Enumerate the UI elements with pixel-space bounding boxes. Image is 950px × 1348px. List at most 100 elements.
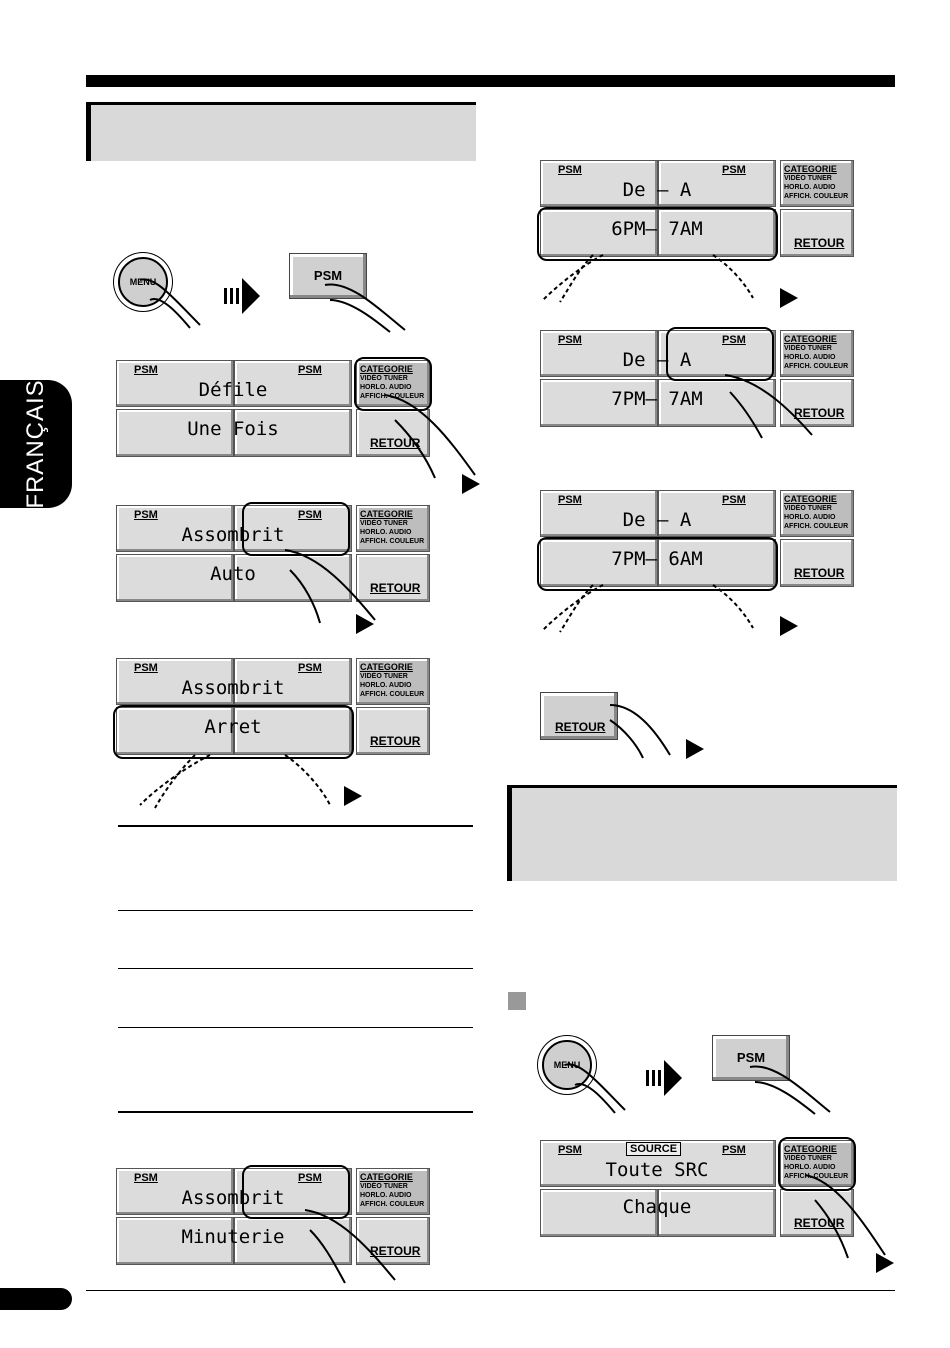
- panel-top-text: De – A: [622, 179, 692, 201]
- categorie-title: CATEGORIE: [360, 662, 413, 672]
- retour-button-label: RETOUR: [555, 720, 606, 734]
- categorie-title: CATEGORIE: [784, 1144, 837, 1154]
- highlight-frame: [537, 537, 778, 591]
- panel-top-text: Assombrit: [181, 1187, 285, 1209]
- right-arrow-cell[interactable]: [234, 409, 352, 457]
- categorie-cell[interactable]: [356, 360, 430, 407]
- cat-line: HORLO. AUDIO: [784, 1164, 836, 1171]
- next-arrow-icon: [876, 1253, 894, 1273]
- cat-line: VIDÉO TUNER: [784, 175, 832, 182]
- next-arrow-icon: [780, 288, 798, 308]
- psm-label: PSM: [298, 509, 322, 521]
- psm-button-label: PSM: [736, 1050, 766, 1065]
- psm-next-cell[interactable]: [234, 505, 352, 552]
- categorie-cell[interactable]: [780, 490, 854, 537]
- table-rule: [118, 1027, 473, 1028]
- psm-prev-cell[interactable]: [540, 160, 658, 207]
- language-tab: FRANÇAIS: [0, 379, 72, 509]
- left-arrow-cell[interactable]: [540, 1189, 658, 1237]
- menu-knob[interactable]: MENU: [118, 257, 168, 307]
- highlight-frame: [113, 705, 354, 759]
- left-arrow-cell[interactable]: [540, 539, 658, 587]
- retour-cell[interactable]: [780, 379, 854, 427]
- retour-cell[interactable]: [780, 209, 854, 257]
- source-label: SOURCE: [626, 1142, 682, 1156]
- cat-line: HORLO. AUDIO: [784, 354, 836, 361]
- cat-line: VIDÉO TUNER: [360, 520, 408, 527]
- cat-line: HORLO. AUDIO: [784, 514, 836, 521]
- psm-next-cell[interactable]: [658, 490, 776, 537]
- cat-line: AFFICH. COULEUR: [360, 691, 425, 698]
- next-arrow-icon: [462, 474, 480, 494]
- retour-cell[interactable]: [356, 1217, 430, 1265]
- psm-label: PSM: [298, 662, 322, 674]
- psm-label: PSM: [298, 364, 322, 376]
- categorie-cell[interactable]: [356, 658, 430, 705]
- retour-label: RETOUR: [794, 406, 845, 420]
- categorie-cell[interactable]: [780, 330, 854, 377]
- psm-next-cell[interactable]: [234, 1168, 352, 1215]
- psm-button-label: PSM: [313, 268, 343, 283]
- finger-icon: [139, 754, 331, 809]
- section-header-box-left: [86, 102, 476, 161]
- cat-line: VIDÉO TUNER: [784, 505, 832, 512]
- left-arrow-cell[interactable]: [540, 379, 658, 427]
- highlight-frame: [242, 502, 350, 556]
- finger-icon: [542, 254, 754, 303]
- psm-prev-cell[interactable]: [540, 330, 658, 377]
- retour-cell[interactable]: [780, 539, 854, 587]
- panel-bottom-text: Arret: [204, 716, 262, 738]
- retour-cell[interactable]: [356, 707, 430, 755]
- next-arrow-icon: [646, 1060, 682, 1096]
- cat-line: VIDÉO TUNER: [784, 1155, 832, 1162]
- retour-label: RETOUR: [370, 1244, 421, 1258]
- panel-top-text: De – A: [622, 509, 692, 531]
- next-arrow-icon: [224, 278, 260, 314]
- cat-line: VIDÉO TUNER: [360, 375, 408, 382]
- psm-next-cell[interactable]: [234, 360, 352, 407]
- highlight-frame: [242, 1165, 350, 1219]
- psm-label: PSM: [722, 494, 746, 506]
- finger-icon: [304, 1209, 396, 1284]
- highlight-frame: [666, 327, 774, 381]
- finger-icon: [609, 704, 671, 759]
- right-arrow-cell[interactable]: [658, 539, 776, 587]
- section-header-box-right: [507, 785, 897, 881]
- psm-label: PSM: [722, 334, 746, 346]
- table-rule: [118, 968, 473, 969]
- psm-label: PSM: [558, 1144, 582, 1156]
- finger-icon: [724, 374, 813, 439]
- finger-icon: [749, 1065, 831, 1115]
- right-arrow-cell[interactable]: [234, 707, 352, 755]
- psm-prev-cell[interactable]: [116, 1168, 234, 1215]
- psm-prev-cell[interactable]: [540, 490, 658, 537]
- psm-prev-cell[interactable]: [116, 360, 234, 407]
- display-panel-8: PSM SOURCE PSM Toute SRC Chaque CATEGORI…: [540, 1140, 854, 1240]
- categorie-cell[interactable]: [356, 505, 430, 552]
- categorie-title: CATEGORIE: [360, 1172, 413, 1182]
- table-rule: [118, 1111, 473, 1113]
- left-arrow-cell[interactable]: [540, 209, 658, 257]
- psm-next-cell[interactable]: [658, 330, 776, 377]
- psm-next-cell[interactable]: [234, 658, 352, 705]
- retour-button[interactable]: RETOUR: [540, 692, 618, 740]
- categorie-cell[interactable]: [780, 160, 854, 207]
- psm-prev-cell[interactable]: [116, 505, 234, 552]
- left-arrow-cell[interactable]: [116, 409, 234, 457]
- psm-label: PSM: [558, 164, 582, 176]
- psm-button[interactable]: PSM: [289, 253, 367, 299]
- right-arrow-cell[interactable]: [658, 209, 776, 257]
- categorie-cell[interactable]: [356, 1168, 430, 1215]
- retour-cell[interactable]: [356, 554, 430, 602]
- right-arrow-cell[interactable]: [658, 1189, 776, 1237]
- retour-cell[interactable]: [356, 409, 430, 457]
- psm-next-cell[interactable]: [658, 160, 776, 207]
- left-arrow-cell[interactable]: [116, 707, 234, 755]
- left-arrow-cell[interactable]: [116, 554, 234, 602]
- psm-prev-cell[interactable]: [116, 658, 234, 705]
- left-arrow-cell[interactable]: [116, 1217, 234, 1265]
- psm-label: PSM: [722, 1144, 746, 1156]
